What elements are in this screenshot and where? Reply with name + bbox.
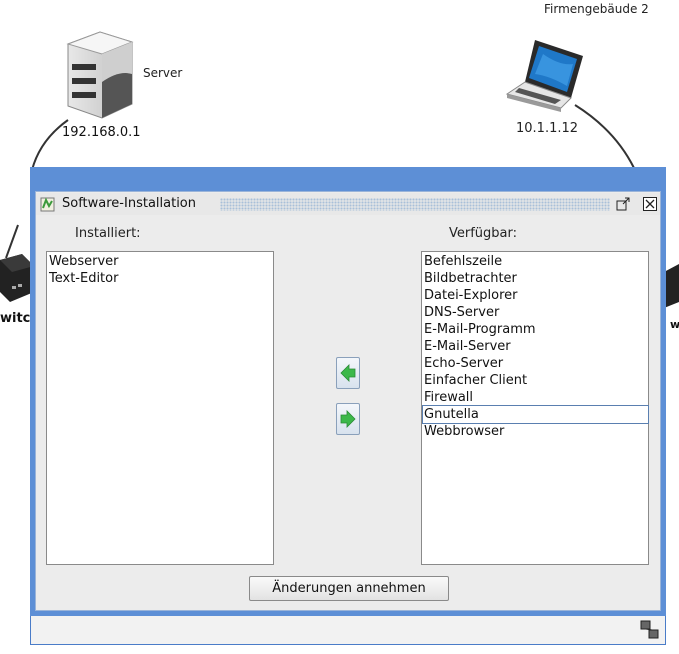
uninstall-right-arrow-button[interactable] (336, 403, 360, 435)
list-item[interactable]: DNS-Server (424, 305, 500, 320)
list-item-selected[interactable]: Gnutella (422, 405, 649, 424)
laptop-ip-label: 10.1.1.12 (516, 121, 579, 136)
outer-window-titlebar (30, 167, 666, 191)
switch-left-label: witch (0, 311, 40, 326)
close-icon[interactable] (642, 196, 658, 212)
list-item[interactable]: E-Mail-Server (424, 339, 511, 354)
installed-list[interactable]: Webserver Text-Editor (46, 251, 274, 565)
server-ip-label: 192.168.0.1 (62, 125, 141, 140)
server-icon[interactable] (64, 30, 136, 122)
laptop-icon[interactable] (505, 36, 585, 116)
app-icon (40, 197, 55, 212)
arrow-right-icon (340, 410, 356, 428)
titlebar-grip (220, 198, 610, 211)
switch-left-icon[interactable] (0, 252, 34, 306)
list-item[interactable]: E-Mail-Programm (424, 322, 536, 337)
list-item[interactable]: Datei-Explorer (424, 288, 518, 303)
installed-heading: Installiert: (75, 226, 141, 241)
list-item[interactable]: Einfacher Client (424, 373, 528, 388)
list-item[interactable]: Befehlszeile (424, 254, 503, 269)
list-item[interactable]: Text-Editor (49, 271, 119, 286)
outer-window-left-border (30, 167, 35, 615)
available-heading: Verfügbar: (449, 226, 518, 241)
list-item[interactable]: Firewall (424, 390, 474, 405)
server-label: Server (143, 66, 183, 80)
dialog-title: Software-Installation (62, 196, 196, 211)
outer-window-bottom-border (30, 611, 666, 616)
restore-icon[interactable] (615, 196, 631, 212)
list-item[interactable]: Webbrowser (424, 424, 505, 439)
building-label: Firmengebäude 2 (544, 2, 649, 16)
list-item[interactable]: Webserver (49, 254, 119, 269)
list-item[interactable]: Bildbetrachter (424, 271, 517, 286)
available-list[interactable]: Befehlszeile Bildbetrachter Datei-Explor… (421, 251, 649, 565)
install-left-arrow-button[interactable] (336, 357, 360, 389)
list-item[interactable]: Echo-Server (424, 356, 504, 371)
switch-right-icon[interactable] (664, 262, 679, 312)
arrow-left-icon (340, 364, 356, 382)
apply-changes-button[interactable]: Änderungen annehmen (249, 576, 449, 601)
outer-window-right-border (661, 167, 666, 615)
switch-right-label: w (670, 318, 679, 331)
network-status-icon[interactable] (640, 620, 660, 640)
